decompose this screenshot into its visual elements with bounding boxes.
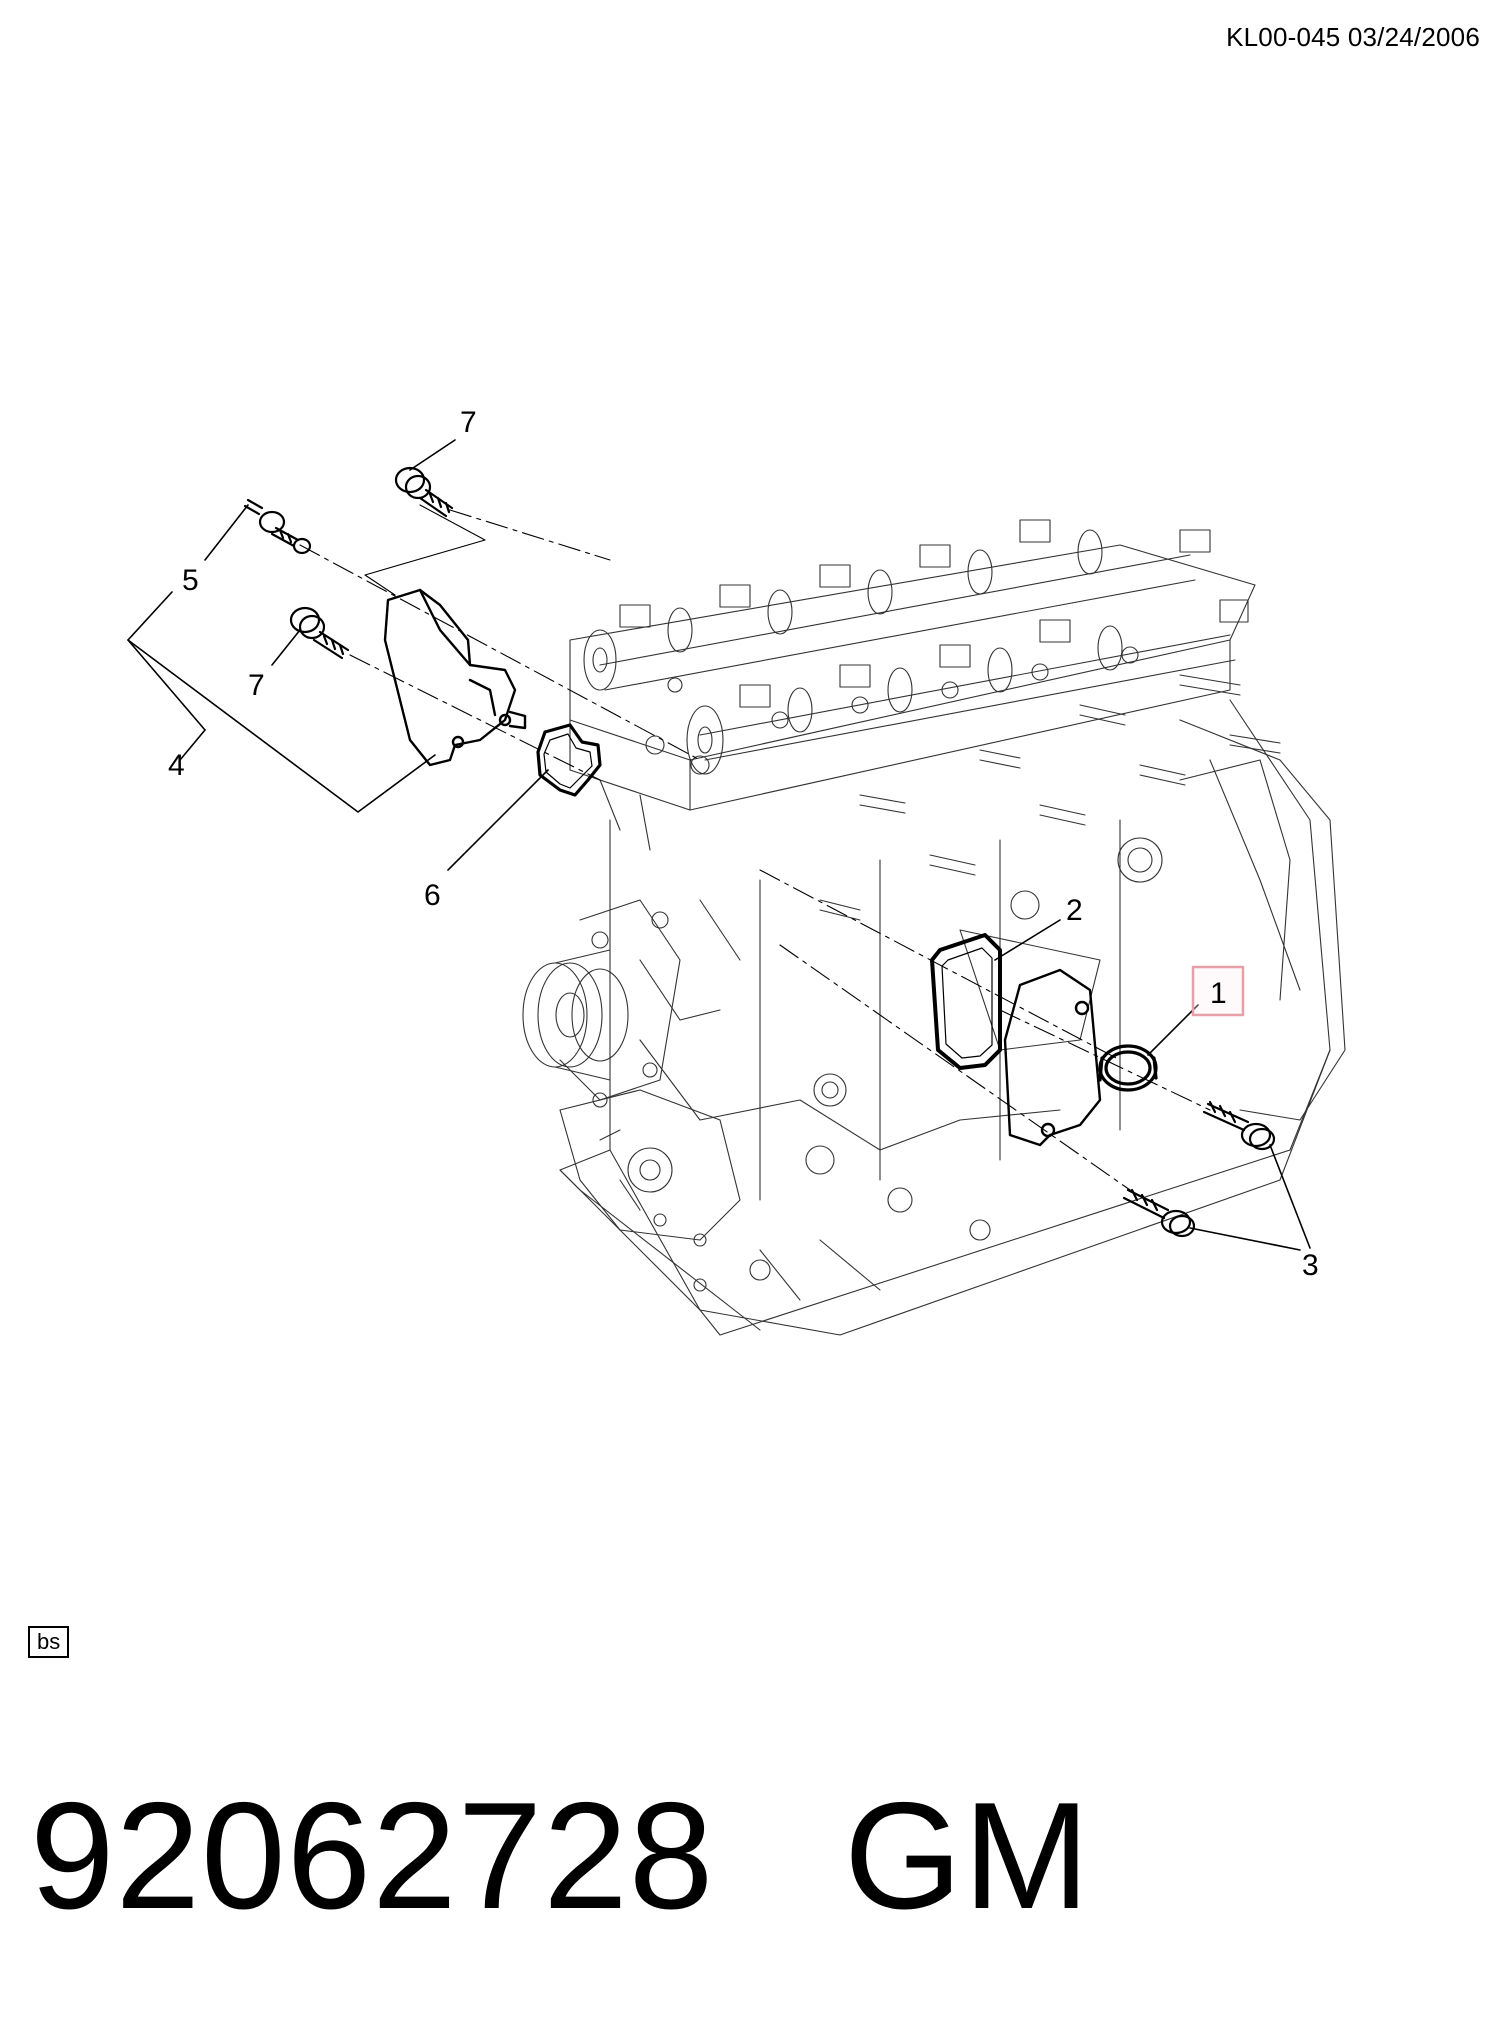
manifold-studs — [819, 674, 1281, 921]
part-5-stud-bolt — [243, 498, 312, 555]
callout-1-highlight — [1191, 965, 1245, 1017]
timing-pulley — [522, 949, 629, 1081]
callout-2: 2 — [1066, 894, 1083, 927]
part-number: 92062728 — [30, 1771, 715, 1941]
bs-label-box: bs — [28, 1626, 70, 1658]
part-1-seal-ring — [1098, 1044, 1158, 1092]
leader-lines — [127, 439, 1311, 1251]
callout-6: 6 — [424, 879, 441, 912]
part-brand: GM — [843, 1771, 1091, 1941]
engine-block — [559, 544, 1346, 1336]
part-number-heading: 92062728 GM — [30, 1780, 1091, 1932]
housing-cover — [1003, 968, 1102, 1147]
part-7-guide-line — [364, 504, 486, 596]
part-3-bolt-upper — [1202, 1100, 1276, 1151]
camshafts — [583, 519, 1249, 775]
part-4-tensioner-bracket — [383, 588, 527, 767]
callout-4: 4 — [168, 749, 185, 782]
part-2-gasket-inner — [941, 947, 993, 1059]
oil-pump — [559, 899, 741, 1241]
callout-5: 5 — [182, 564, 199, 597]
callout-7-upper: 7 — [460, 406, 477, 439]
part-6-gasket — [536, 723, 602, 797]
part-7-bolt-lower — [289, 606, 350, 660]
callout-3: 3 — [1302, 1249, 1319, 1282]
cam-lobes — [667, 529, 1123, 733]
callout-1: 1 — [1210, 977, 1227, 1010]
part-7-bolt-upper — [394, 466, 454, 518]
cam-bearing-caps — [619, 519, 1249, 708]
part-3-bolt-lower — [1122, 1188, 1196, 1238]
callout-7-lower: 7 — [248, 669, 265, 702]
diagram-code-date: KL00-045 03/24/2006 — [1226, 22, 1480, 52]
part-2-gasket — [930, 933, 1002, 1070]
assembly-centerlines — [299, 509, 1211, 1191]
